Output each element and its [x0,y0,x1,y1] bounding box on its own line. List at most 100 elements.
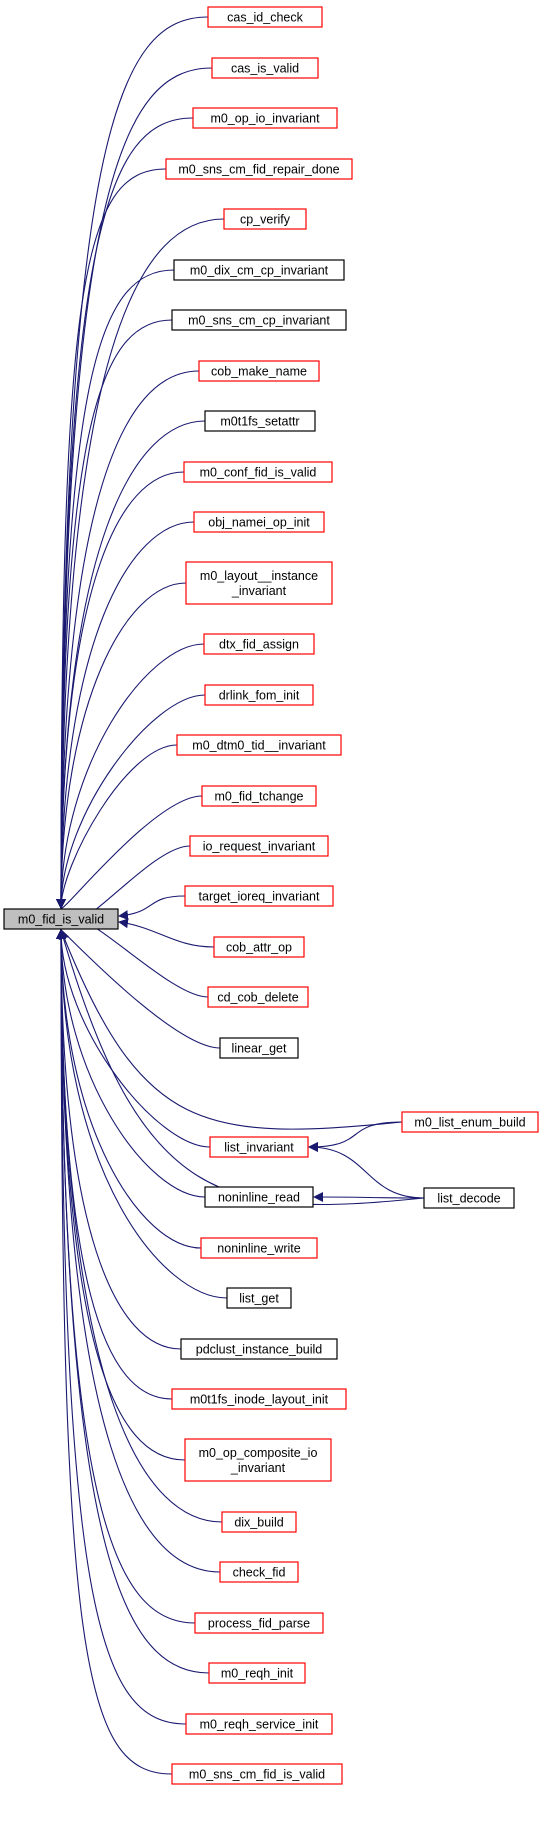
node-n20[interactable]: cd_cob_delete [207,986,309,1008]
node-n19-label: cob_attr_op [226,941,292,955]
node-n23[interactable]: noninline_read [204,1186,314,1208]
node-n13[interactable]: dtx_fid_assign [203,633,315,655]
node-n16-box [201,785,317,807]
node-n19-box [213,936,305,958]
node-n23-label: noninline_read [218,1191,300,1205]
node-n15[interactable]: m0_dtm0_tid__invariant [176,734,342,756]
node-root-box [3,908,119,930]
edge-n12-to-root [56,582,187,909]
node-n35-box [401,1111,539,1133]
node-n2[interactable]: cas_is_valid [211,57,319,79]
node-n5[interactable]: cp_verify [223,208,307,230]
edge-n27-to-root [56,929,173,1400]
node-n32[interactable]: m0_reqh_init [208,1662,306,1684]
node-n31-label: process_fid_parse [208,1617,310,1631]
node-n35[interactable]: m0_list_enum_build [401,1111,539,1133]
node-n33[interactable]: m0_reqh_service_init [185,1713,333,1735]
node-n30[interactable]: check_fid [219,1561,299,1583]
node-n7-label: m0_sns_cm_cp_invariant [188,314,330,328]
node-n28-label: _invariant [230,1461,286,1475]
node-n12-box [185,561,333,605]
node-n17-label: io_request_invariant [203,840,316,854]
edge-n16-to-root [56,795,203,918]
edge-n30-to-root [56,929,221,1573]
node-n3[interactable]: m0_op_io_invariant [192,107,338,129]
node-n22-box [209,1136,309,1158]
node-n26-label: pdclust_instance_build [196,1343,323,1357]
node-n19[interactable]: cob_attr_op [213,936,305,958]
node-n6[interactable]: m0_dix_cm_cp_invariant [173,259,345,281]
node-n25-box [226,1287,292,1309]
node-n12-label: m0_layout__instance [200,569,318,583]
node-n22[interactable]: list_invariant [209,1136,309,1158]
node-n22-label: list_invariant [224,1141,294,1155]
node-n14[interactable]: drlink_fom_init [204,684,314,706]
node-n31-box [194,1612,324,1634]
node-n12-label: _invariant [231,584,287,598]
node-n7[interactable]: m0_sns_cm_cp_invariant [171,309,347,331]
node-n1-label: cas_id_check [227,11,303,25]
node-n20-box [207,986,309,1008]
node-n16[interactable]: m0_fid_tchange [201,785,317,807]
node-n36[interactable]: list_decode [423,1187,515,1209]
node-n5-label: cp_verify [240,213,291,227]
node-n8[interactable]: cob_make_name [198,360,320,382]
node-n6-box [173,259,345,281]
node-n9-box [204,410,316,432]
node-n36-label: list_decode [437,1192,500,1206]
node-n26-box [180,1338,338,1360]
node-n8-box [198,360,320,382]
node-n34-box [171,1763,343,1785]
node-n15-label: m0_dtm0_tid__invariant [192,739,326,753]
node-n11[interactable]: obj_namei_op_init [193,511,325,533]
node-n29-box [221,1511,297,1533]
node-n14-box [204,684,314,706]
node-n25[interactable]: list_get [226,1287,292,1309]
node-n27[interactable]: m0t1fs_inode_layout_init [171,1388,347,1410]
node-n31[interactable]: process_fid_parse [194,1612,324,1634]
node-n24-box [200,1237,318,1259]
node-n34[interactable]: m0_sns_cm_fid_is_valid [171,1763,343,1785]
node-n28-label: m0_op_composite_io [199,1446,318,1460]
edge-n35-to-root [59,929,403,1130]
node-n10-box [183,461,333,483]
node-n24-label: noninline_write [217,1242,300,1256]
edge-n7-to-root [56,319,173,909]
node-n9-label: m0t1fs_setattr [220,415,299,429]
node-n17-box [189,835,329,857]
node-n24[interactable]: noninline_write [200,1237,318,1259]
node-n12[interactable]: m0_layout__instance_invariant [185,561,333,605]
edge-n19-to-root [118,918,215,948]
node-n1[interactable]: cas_id_check [207,6,323,28]
node-n1-box [207,6,323,28]
node-n33-box [185,1713,333,1735]
node-n17[interactable]: io_request_invariant [189,835,329,857]
node-n10[interactable]: m0_conf_fid_is_valid [183,461,333,483]
node-n16-label: m0_fid_tchange [215,790,304,804]
nodes-layer: m0_fid_is_valid cas_id_check cas_is_validm… [3,6,539,1785]
node-root[interactable]: m0_fid_is_valid [3,908,119,930]
node-n13-label: dtx_fid_assign [219,638,299,652]
node-n29-label: dix_build [234,1516,283,1530]
node-n29[interactable]: dix_build [221,1511,297,1533]
node-n14-label: drlink_fom_init [219,689,300,703]
node-n4[interactable]: m0_sns_cm_fid_repair_done [165,158,353,180]
node-n34-label: m0_sns_cm_fid_is_valid [189,1768,325,1782]
node-n23-box [204,1186,314,1208]
node-n8-label: cob_make_name [211,365,307,379]
node-n21[interactable]: linear_get [219,1037,299,1059]
node-n27-box [171,1388,347,1410]
node-n18-label: target_ioreq_invariant [199,890,320,904]
node-n26[interactable]: pdclust_instance_build [180,1338,338,1360]
edge-n4-to-root [56,168,167,909]
node-n33-label: m0_reqh_service_init [200,1718,319,1732]
edge-n22-to-root [56,929,211,1148]
node-n20-label: cd_cob_delete [217,991,298,1005]
node-n28[interactable]: m0_op_composite_io_invariant [184,1438,332,1482]
node-n18[interactable]: target_ioreq_invariant [184,885,334,907]
node-n11-box [193,511,325,533]
node-n11-label: obj_namei_op_init [208,516,310,530]
node-n9[interactable]: m0t1fs_setattr [204,410,316,432]
node-n10-label: m0_conf_fid_is_valid [200,466,317,480]
node-root-label: m0_fid_is_valid [18,913,104,927]
